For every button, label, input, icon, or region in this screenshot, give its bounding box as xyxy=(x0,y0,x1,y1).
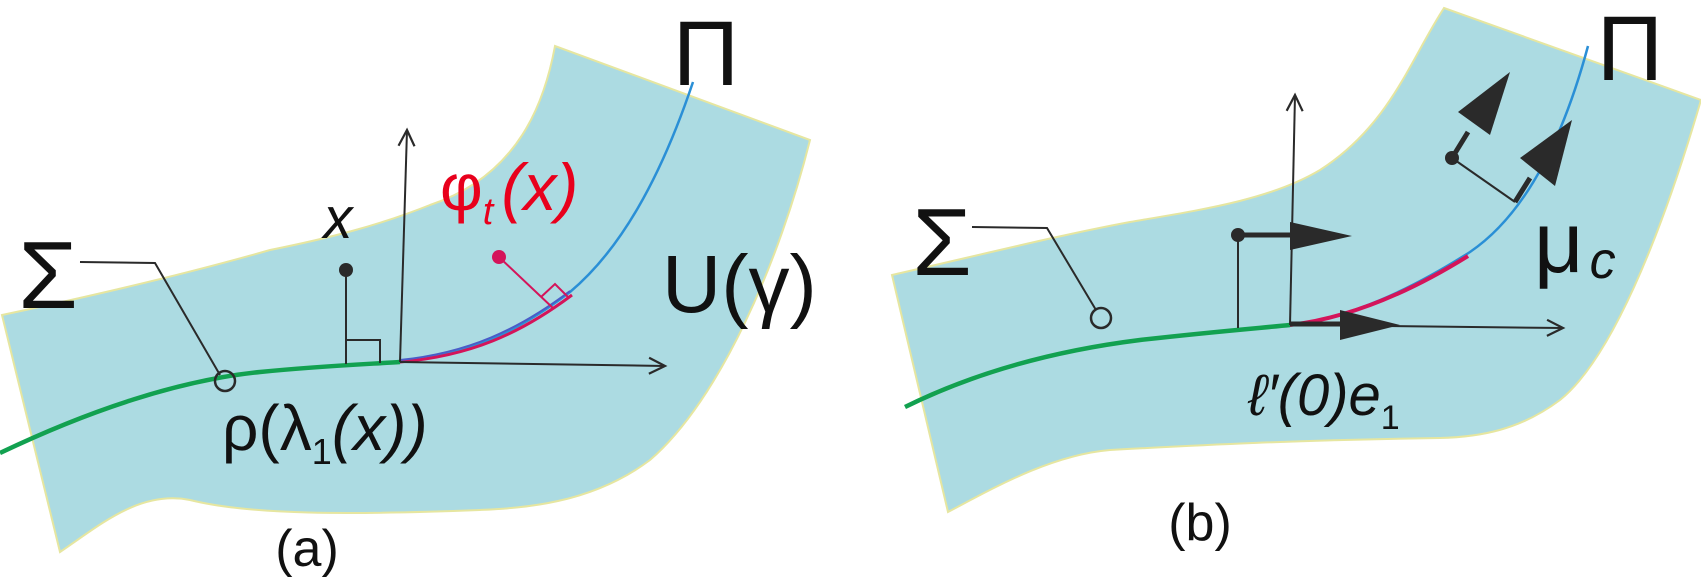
mu-shaft-b1 xyxy=(1449,130,1471,160)
vector-head-b2 xyxy=(1340,310,1400,340)
sigma-marker-a xyxy=(213,369,237,393)
caption-a: (a) xyxy=(275,520,339,578)
y-axis-arrow-b xyxy=(1285,92,1304,326)
neighborhood-region-b xyxy=(890,6,1701,514)
neighborhood-region-a xyxy=(0,44,812,554)
phi-perpendicular-a xyxy=(498,256,555,310)
point-phi-a xyxy=(492,250,506,264)
phi-sub-a: t xyxy=(483,191,495,233)
mu-sub-b: c xyxy=(1590,232,1616,290)
mu-perp-b xyxy=(1451,157,1516,203)
phi-arg-a: (x) xyxy=(501,150,578,224)
u-gamma-label-a: U(γ) xyxy=(662,239,817,330)
sigma-pointer-a xyxy=(79,261,221,376)
rho-sub-a: 1 xyxy=(312,431,332,472)
mu-head-b2 xyxy=(1520,120,1572,186)
sigma-marker-b xyxy=(1089,306,1113,330)
ell-label-b: ℓ′(0)e1 xyxy=(1247,363,1400,437)
y-axis-arrow-a xyxy=(397,127,416,363)
mu-base-b: μ xyxy=(1534,195,1584,291)
rho-label-a: ρ(λ1(x)) xyxy=(222,392,428,472)
rho-base-a: ρ(λ xyxy=(222,392,312,464)
right-angle-a xyxy=(346,339,381,363)
sigma-curve-a xyxy=(0,359,401,456)
phi-base-a: φ xyxy=(440,150,483,224)
flow-curve-a-blue xyxy=(399,290,571,361)
x-label-a: x xyxy=(321,186,355,251)
vector-head-b1 xyxy=(1290,222,1352,250)
sigma-curve-b xyxy=(904,322,1291,410)
sigma-label-a: Σ xyxy=(18,222,77,329)
pi-label-a: Π xyxy=(673,3,739,105)
ell-base-b: ℓ′(0)e xyxy=(1247,363,1381,428)
sigma-pointer-b xyxy=(971,226,1097,311)
pi-label-b: Π xyxy=(1597,0,1663,100)
sigma-label-b: Σ xyxy=(912,189,971,296)
mu-head-b1 xyxy=(1458,72,1510,135)
panel-a: Π Σ x φt(x) U(γ) ρ(λ1(x)) (a) xyxy=(0,3,817,578)
x-axis-arrow-a xyxy=(399,356,668,375)
ell-sub-b: 1 xyxy=(1381,399,1400,437)
point-b xyxy=(1231,228,1245,242)
rho-rest-a: (x)) xyxy=(332,392,428,464)
point-x-a xyxy=(339,263,353,277)
right-angle-phi-a xyxy=(540,282,569,298)
mu-shaft-b2 xyxy=(1512,176,1533,204)
caption-b: (b) xyxy=(1168,494,1232,552)
phi-label-a: φt(x) xyxy=(440,150,578,233)
